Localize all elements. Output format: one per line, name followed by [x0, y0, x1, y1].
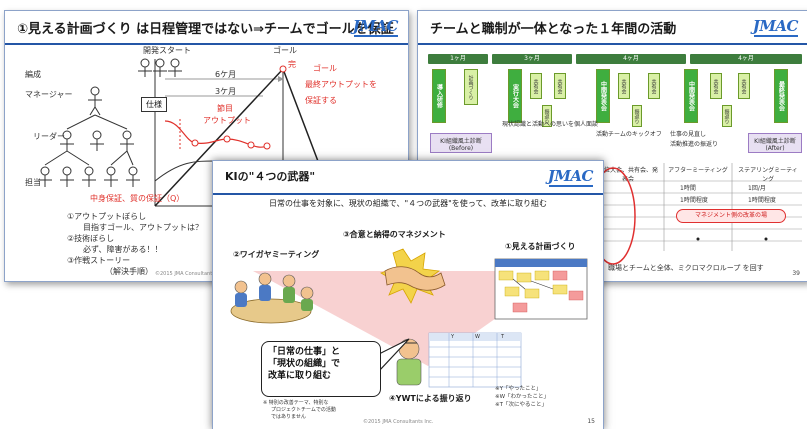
bubble-note-3: ではありません [271, 414, 306, 420]
jmac-logo: JMAC [752, 17, 799, 35]
goal-label: ゴール [273, 46, 297, 55]
slide-footer: ©2015 JMA Consultants Inc. [363, 419, 434, 425]
slide-planning: ①見える計画づくり は日程管理ではない⇒チームでゴールを保証 JMAC [4, 10, 409, 282]
ywt-col-w: W [475, 334, 480, 340]
phase-4: 4ヶ月 [690, 54, 802, 64]
weapon-consensus: ③合意と納得のマネジメント [343, 230, 446, 239]
mid-output-1: 節目 [217, 104, 233, 113]
slide-footer: ©2015 JMA Consultants Inc. [155, 271, 226, 277]
logo-underline [549, 185, 593, 187]
ywt-legend-w: ※W「わかったこと」 [495, 394, 550, 400]
sharing-box-5: 共有会 [710, 73, 722, 99]
slide-subtitle: 日常の仕事を対象に、現状の組織で、"４つの武器"を使って、改革に取り組む [269, 199, 547, 208]
item2b: 必ず、障害がある！！ [83, 245, 163, 254]
sharing-box-4: 共有会 [648, 73, 660, 99]
plan-box: 計画づくり [464, 69, 478, 105]
bubble-line-3: 改革に取り組む [268, 371, 332, 381]
review-box-3: 振返り [722, 105, 732, 127]
review-box-2: 振返り [632, 105, 642, 127]
item3: ③作戦ストーリー [67, 256, 131, 265]
diagnosis-before: KI組織風土診断(Before) [430, 133, 492, 153]
goal-output-3: 保証する [305, 96, 337, 105]
diagnosis-after: KI組織風土診断(After) [748, 133, 802, 153]
bubble-note-2: プロジェクトチームでの活動 [271, 407, 336, 413]
item1b: 目指すゴール、アウトプットは？ [83, 223, 203, 232]
dev-start-label: 開発スタート [143, 46, 191, 55]
review-box-1: 振返り [542, 105, 552, 127]
page-number: 15 [587, 418, 595, 425]
bottom-note: 職場とチームと全体、ミクロマクロループ を回す [608, 264, 764, 272]
sharing-box-2: 共有会 [554, 73, 566, 99]
slide-four-weapons: KIの"４つの武器" JMAC 日常の仕事を対象に、現状の組織で、"４つの武器"… [212, 160, 604, 429]
goal-output-1: ゴール [313, 64, 337, 73]
note-4: 活動推進の振返り [670, 141, 719, 148]
staff-label: 担当 [25, 178, 41, 187]
done-label: 完 [288, 60, 296, 69]
bubble-line-1: 「日常の仕事」と [268, 347, 341, 357]
slide-header: KIの"４つの武器" JMAC [213, 161, 603, 195]
mid2-box: 中間発表会 [684, 69, 698, 123]
phase-3: 4ヶ月 [576, 54, 686, 64]
table-head-2: アフターミーティング [668, 167, 728, 174]
mgmt-reform-pill: マネジメント側の改革の場 [676, 209, 786, 223]
ywt-legend-t: ※T「次にやること」 [495, 402, 547, 408]
logo-underline [354, 35, 398, 37]
manager-label: マネージャー [25, 90, 73, 99]
six-months-label: 6ケ月 [215, 70, 237, 79]
spec-box: 仕様 [141, 97, 167, 112]
table-head-3: ステアリングミーティング [738, 167, 798, 183]
goal-output-2: 最終アウトプットを [305, 80, 377, 89]
leader-label: リーダー [33, 132, 65, 141]
annual-table-lines [590, 163, 802, 265]
exec-box: 実行大会 [508, 69, 522, 123]
jmac-logo: JMAC [547, 167, 594, 185]
note-1: 現状認識と活動への思いを個人面談 [502, 121, 599, 128]
item2: ②技術ぼらし [67, 234, 115, 243]
sharing-box-6: 共有会 [738, 73, 750, 99]
note-3: 仕事の見直し [670, 131, 707, 138]
ywt-legend-y: ※Y「やったこと」 [495, 386, 542, 392]
bubble-note-1: ※ 特別の改善テーマ、特別な [263, 400, 329, 406]
page-number: 39 [792, 270, 800, 277]
ywt-col-t: T [501, 334, 505, 340]
weapon-waigaya: ②ワイガヤミーティング [233, 250, 320, 259]
slide-header: ①見える計画づくり は日程管理ではない⇒チームでゴールを保証 JMAC [5, 11, 408, 45]
three-months-label: 3ケ月 [215, 87, 237, 96]
slide-title: チームと職制が一体となった１年間の活動 [430, 22, 677, 37]
gantt-diagram [38, 58, 385, 207]
logo-underline [754, 35, 798, 37]
weapon-ywt: ④YWTによる振り返り [389, 394, 472, 403]
sharing-box-3: 共有会 [618, 73, 630, 99]
phase-1: 1ヶ月 [428, 54, 488, 64]
slide-title: KIの"４つの武器" [225, 170, 316, 183]
table-cell-hour-2: 1時間程度 [680, 197, 708, 204]
slide-title: ①見える計画づくり は日程管理ではない⇒チームでゴールを保証 [17, 22, 394, 37]
phase-2: 3ヶ月 [492, 54, 572, 64]
mid-output-2: アウトプット [203, 116, 251, 125]
kickoff-box: 導入研修 [432, 69, 446, 123]
bubble-line-2: 「現状の組織」で [268, 359, 341, 369]
weapon-visual-plan: ①見える計画づくり [505, 242, 576, 251]
table-cell-hour-3: 1時間程度 [748, 197, 776, 204]
sharing-box-1: 共有会 [530, 73, 542, 99]
slide-annual-activity: チームと職制が一体となった１年間の活動 JMAC 1ヶ月 3ヶ月 4ヶ月 4ヶ月… [417, 10, 807, 282]
speech-bubble: 「日常の仕事」と 「現状の組織」で 改革に取り組む [261, 341, 381, 397]
item3b: （解決手順） [105, 267, 153, 276]
ywt-col-y: Y [451, 334, 455, 340]
slide-header: チームと職制が一体となった１年間の活動 JMAC [418, 11, 807, 45]
weapons-illustration [230, 248, 588, 388]
table-cell-hour-1: 1時間 [680, 185, 696, 192]
jmac-logo: JMAC [352, 17, 399, 35]
org-label: 編成 [25, 70, 41, 79]
guarantee-label: 中身保証、質の保証（Q） [90, 194, 185, 203]
mid-box: 中間発表会 [596, 69, 610, 123]
table-cell-freq: 1回/月 [748, 185, 766, 192]
item1: ①アウトプットぼらし [67, 212, 147, 221]
final-box: 最終発表会 [774, 69, 788, 123]
note-2: 活動チームのキックオフ [596, 131, 662, 138]
